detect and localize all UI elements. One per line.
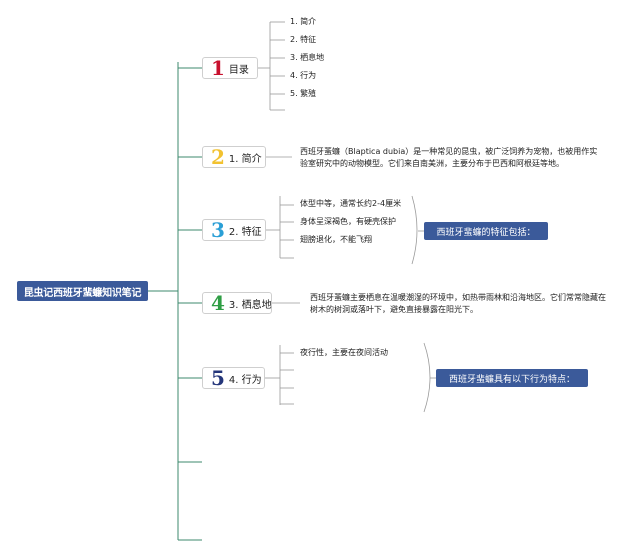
number-badge: 1 bbox=[211, 56, 225, 80]
root-node[interactable]: 昆虫记西班牙蜚蠊知识笔记 bbox=[17, 281, 148, 301]
toc-item[interactable]: 2. 特征 bbox=[290, 35, 317, 44]
toc-item[interactable]: 4. 行为 bbox=[290, 71, 317, 80]
feature-item: 身体呈深褐色，有硬壳保护 bbox=[300, 217, 396, 226]
branch-node-behavior[interactable]: 5 4. 行为 bbox=[202, 367, 265, 389]
branch-label: 4. 行为 bbox=[228, 374, 262, 386]
habitat-text: 西班牙蜚蠊主要栖息在温暖潮湿的环境中，如热带雨林和沿海地区。它们常常隐藏在树木的… bbox=[310, 293, 606, 314]
toc-item[interactable]: 1. 简介 bbox=[290, 17, 317, 26]
number-badge: 4 bbox=[211, 291, 225, 315]
branch-node-toc[interactable]: 1 目录 bbox=[202, 57, 258, 79]
branch-node-intro[interactable]: 2 1. 简介 bbox=[202, 146, 266, 168]
feature-item: 体型中等，通常长约2-4厘米 bbox=[300, 199, 402, 208]
branch-node-habitat[interactable]: 4 3. 栖息地 bbox=[202, 292, 272, 314]
features-callout[interactable]: 西班牙蜚蠊的特征包括： bbox=[424, 222, 548, 240]
feature-item: 翅膀退化，不能飞翔 bbox=[300, 235, 372, 244]
branch-label: 目录 bbox=[228, 64, 249, 76]
branch-label: 3. 栖息地 bbox=[228, 299, 272, 311]
branch-node-features[interactable]: 3 2. 特征 bbox=[202, 219, 266, 241]
toc-item[interactable]: 3. 栖息地 bbox=[290, 53, 325, 62]
intro-text: 西班牙蜚蠊（Blaptica dubia）是一种常见的昆虫，被广泛饲养为宠物，也… bbox=[300, 147, 598, 168]
number-badge: 5 bbox=[211, 366, 225, 390]
branch-label: 2. 特征 bbox=[228, 226, 262, 238]
behavior-callout[interactable]: 西班牙蜚蠊具有以下行为特点： bbox=[436, 369, 588, 387]
number-badge: 3 bbox=[211, 218, 225, 242]
behavior-item: 夜行性，主要在夜间活动 bbox=[300, 348, 388, 357]
toc-item[interactable]: 5. 繁殖 bbox=[290, 89, 317, 98]
branch-label: 1. 简介 bbox=[228, 153, 262, 165]
number-badge: 2 bbox=[211, 145, 225, 169]
